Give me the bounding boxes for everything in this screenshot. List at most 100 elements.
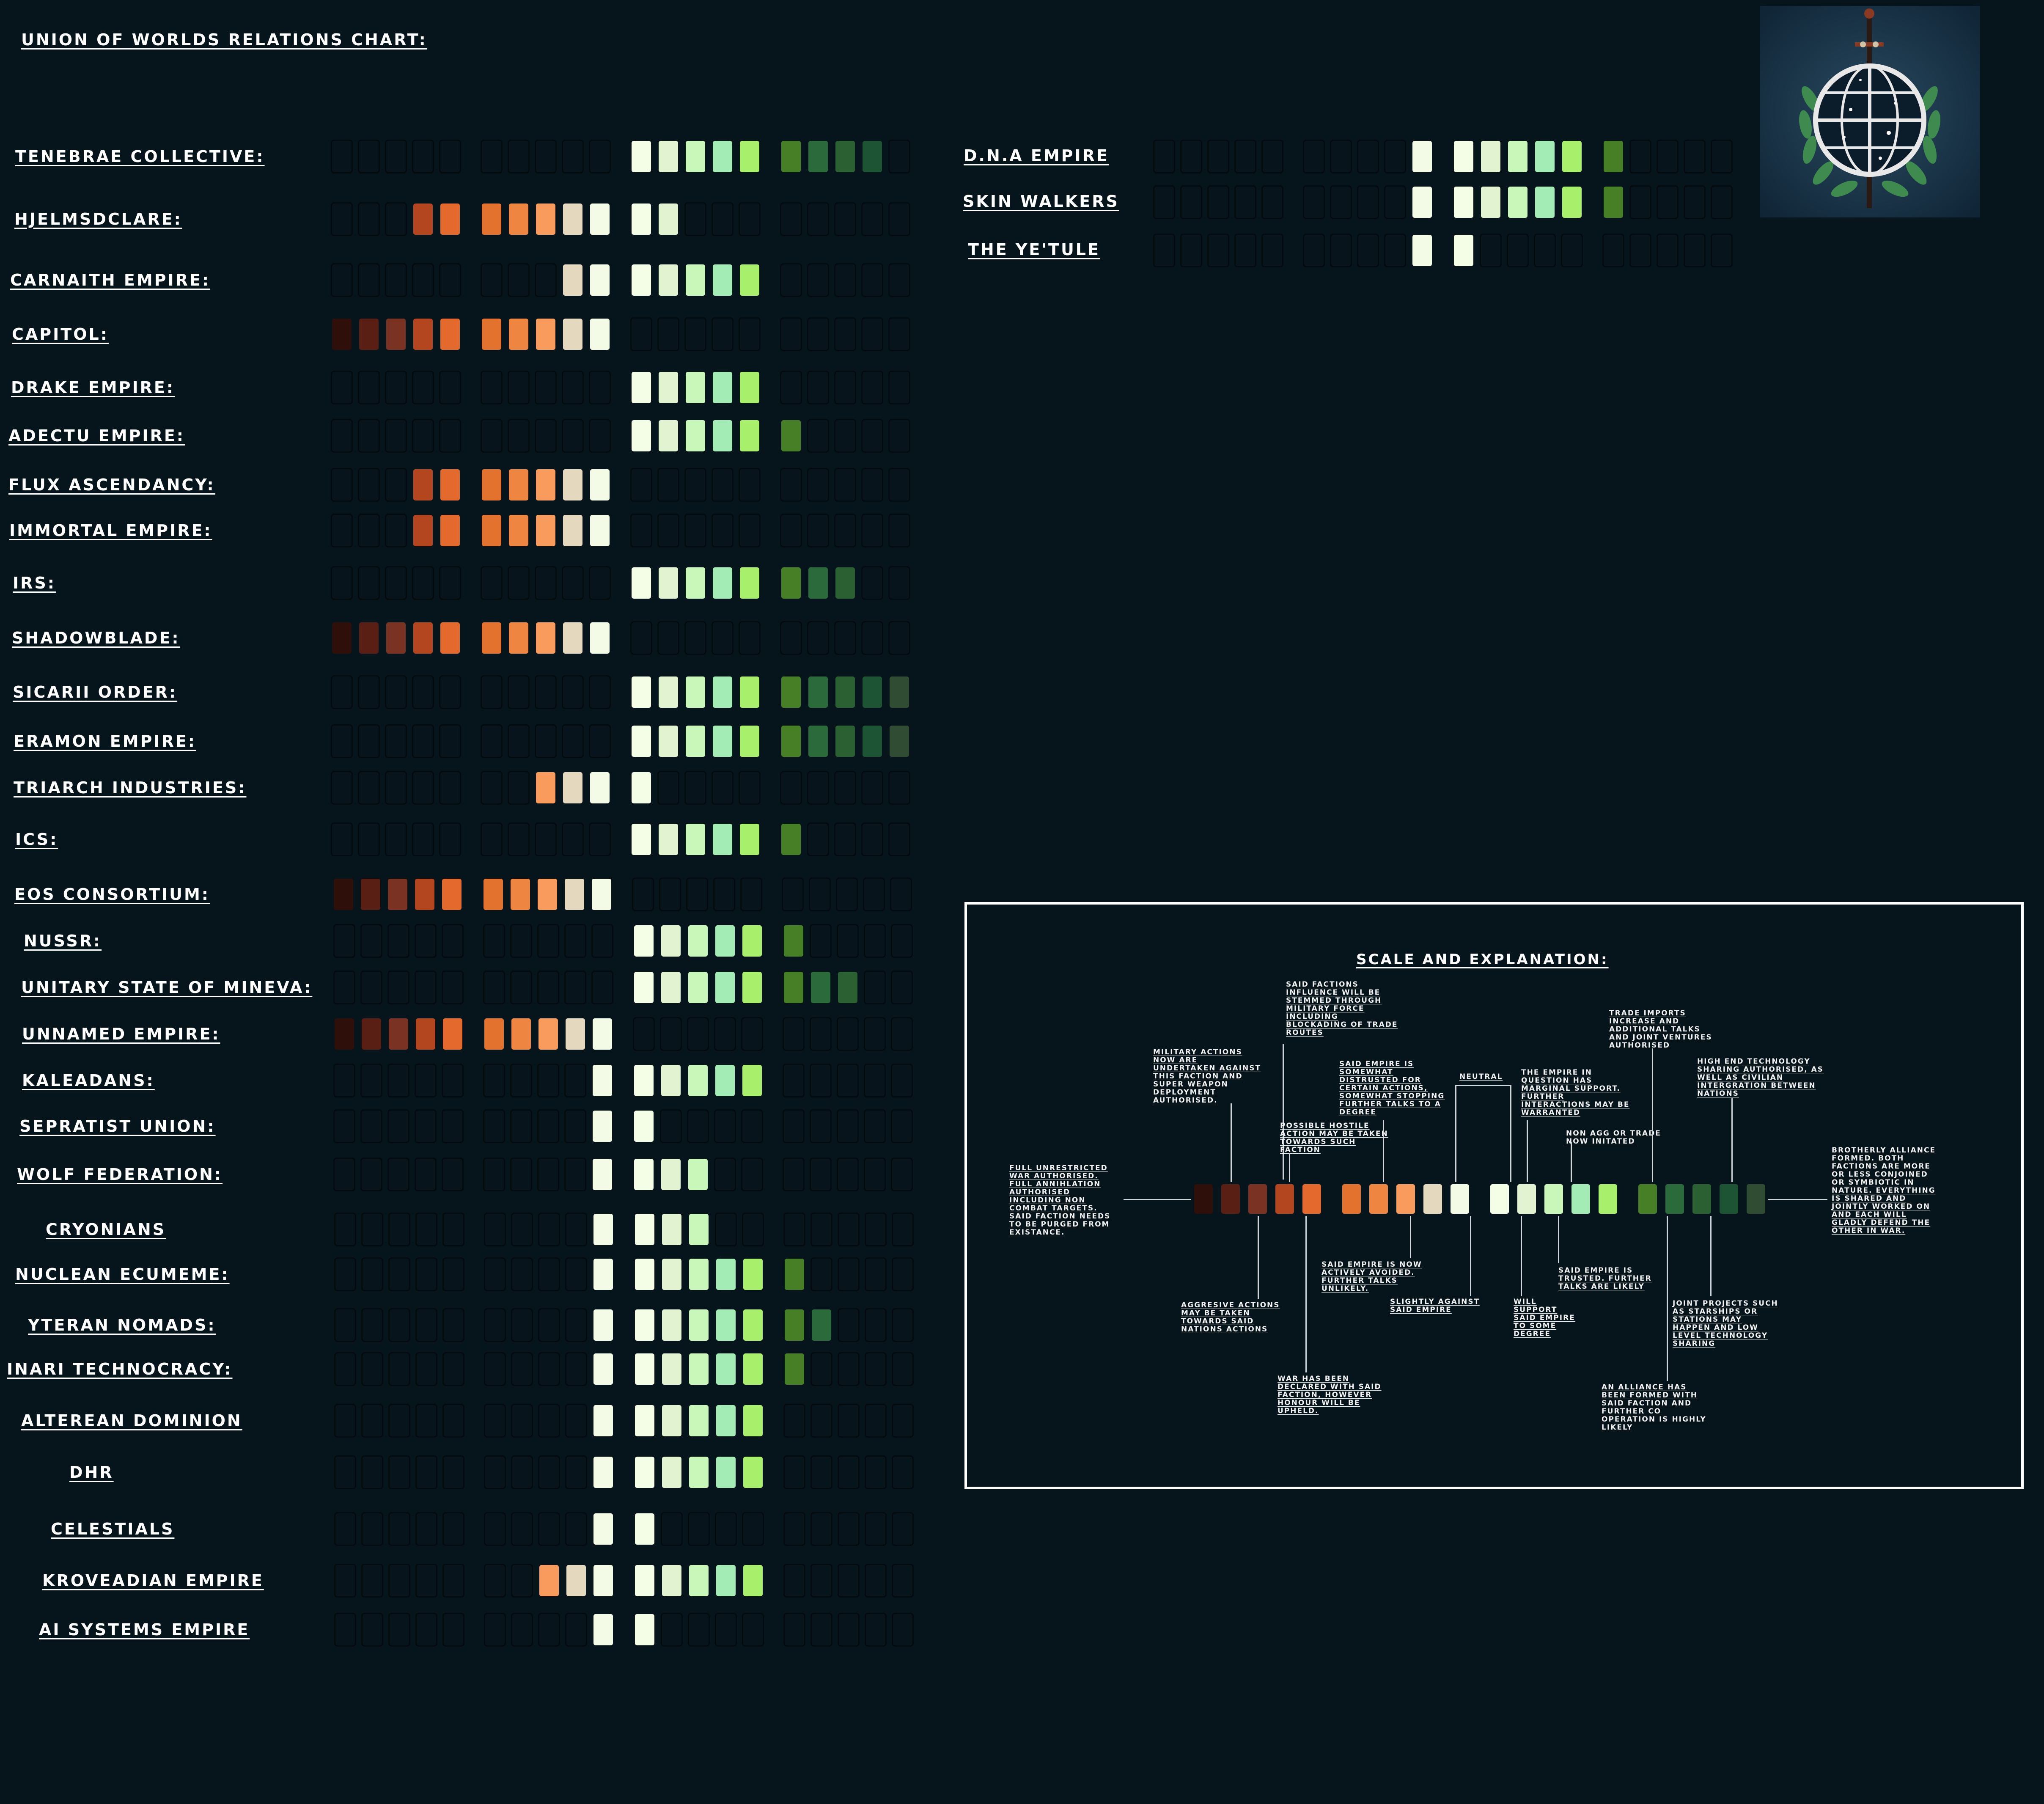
war-level-cell xyxy=(442,1109,464,1143)
alliance-level-cell xyxy=(890,877,912,911)
friendly-level-cell xyxy=(1561,234,1583,267)
hostile-level-cell xyxy=(481,675,503,709)
friendly-level-cell xyxy=(688,1404,710,1438)
war-level-cell xyxy=(388,1613,410,1647)
war-level-cell xyxy=(331,202,353,236)
war-level-cell xyxy=(412,771,434,805)
friendly-level-cell xyxy=(687,1017,709,1051)
alliance-level-cell xyxy=(888,468,910,502)
friendly-level-cell xyxy=(688,1257,710,1291)
alliance-level-cell xyxy=(861,822,883,856)
hostile-level-cell xyxy=(484,1352,506,1386)
war-level-cell xyxy=(1234,140,1256,173)
war-level-cell xyxy=(333,924,355,958)
faction-name: Capitol: xyxy=(12,325,109,344)
alliance-scale-cell xyxy=(1664,1183,1685,1215)
alliance-level-cell xyxy=(888,771,910,805)
hostile-level-cell xyxy=(537,971,559,1004)
friendly-level-cell xyxy=(661,1455,683,1489)
war-level-cell xyxy=(442,1308,464,1342)
alliance-level-cell xyxy=(861,566,883,600)
connector-line xyxy=(1521,1216,1522,1296)
faction-name: Sicarii Order: xyxy=(13,683,178,701)
alliance-level-cell xyxy=(780,621,802,655)
friendly-level-cell xyxy=(684,419,706,453)
friendly-level-cell xyxy=(684,724,706,758)
war-level-cell xyxy=(412,621,434,655)
friendly-level-cell xyxy=(1507,140,1529,173)
friendly-level-cell xyxy=(634,1257,656,1291)
alliance-level-cell xyxy=(810,1213,832,1246)
alliance-level-cell xyxy=(780,675,802,709)
hostile-level-cell xyxy=(589,419,611,453)
hostile-level-cell xyxy=(483,1064,505,1097)
faction-name: Adectu Empire: xyxy=(8,426,185,445)
alliance-level-cell xyxy=(1602,234,1624,267)
alliance-level-cell xyxy=(861,724,883,758)
war-level-cell xyxy=(333,971,355,1004)
friendly-level-cell xyxy=(684,317,706,351)
connector-line xyxy=(1231,1103,1232,1182)
alliance-level-cell xyxy=(888,317,910,351)
war-level-cell xyxy=(387,924,409,958)
alliance-level-cell xyxy=(861,317,883,351)
hostile-level-cell xyxy=(564,1109,586,1143)
war-level-cell xyxy=(1234,185,1256,219)
connector-line xyxy=(1558,1216,1559,1263)
hostile-level-cell xyxy=(535,771,557,805)
hostile-level-cell xyxy=(484,1404,506,1438)
friendly-level-cell xyxy=(687,1064,709,1097)
war-level-cell xyxy=(385,566,407,600)
scale-explanation-note: The empire in question has marginal supp… xyxy=(1521,1068,1630,1117)
hostile-level-cell xyxy=(508,468,530,502)
friendly-level-cell xyxy=(739,419,761,453)
faction-name: Kaleadans: xyxy=(22,1071,155,1090)
hostile-level-cell xyxy=(484,1308,506,1342)
friendly-level-cell xyxy=(657,675,679,709)
war-level-cell xyxy=(442,1404,464,1438)
hostile-level-cell xyxy=(589,468,611,502)
war-level-cell xyxy=(412,514,434,547)
alliance-level-cell xyxy=(783,1404,805,1438)
connector-line xyxy=(1768,1199,1827,1200)
friendly-level-cell xyxy=(712,675,734,709)
hostile-level-cell xyxy=(538,1257,560,1291)
hostile-level-cell xyxy=(484,1512,506,1546)
alliance-level-cell xyxy=(837,971,859,1004)
war-level-cell xyxy=(1261,234,1283,267)
war-level-cell xyxy=(387,1017,409,1051)
friendly-level-cell xyxy=(739,822,761,856)
war-level-cell xyxy=(412,675,434,709)
faction-name: Cryonians xyxy=(46,1220,166,1239)
hostile-level-cell xyxy=(592,1512,614,1546)
friendly-level-cell xyxy=(715,1404,737,1438)
friendly-scale-cell xyxy=(1597,1183,1618,1215)
hostile-level-cell xyxy=(508,419,530,453)
alliance-level-cell xyxy=(888,822,910,856)
hostile-level-cell xyxy=(591,1017,613,1051)
war-level-cell xyxy=(358,468,380,502)
alliance-level-cell xyxy=(809,877,831,911)
friendly-level-cell xyxy=(657,263,679,297)
alliance-level-cell xyxy=(810,1613,832,1647)
faction-name: Hjelmsdclare: xyxy=(14,210,182,228)
alliance-level-cell xyxy=(780,419,802,453)
war-level-cell xyxy=(388,1404,410,1438)
friendly-level-cell xyxy=(684,202,706,236)
alliance-level-cell xyxy=(838,1257,860,1291)
hostile-level-cell xyxy=(483,1017,505,1051)
alliance-level-cell xyxy=(1684,234,1706,267)
war-level-cell xyxy=(360,877,382,911)
faction-name: NUSSR: xyxy=(24,932,102,950)
alliance-level-cell xyxy=(838,1404,860,1438)
alliance-level-cell xyxy=(837,1109,859,1143)
war-level-cell xyxy=(333,1158,355,1191)
friendly-level-cell xyxy=(661,1564,683,1598)
friendly-level-cell xyxy=(739,675,761,709)
alliance-level-cell xyxy=(888,371,910,404)
war-level-cell xyxy=(385,317,407,351)
faction-name: Shadowblade: xyxy=(12,629,180,647)
war-level-cell xyxy=(358,263,380,297)
war-level-cell xyxy=(334,1455,356,1489)
connector-line xyxy=(1455,1085,1510,1086)
